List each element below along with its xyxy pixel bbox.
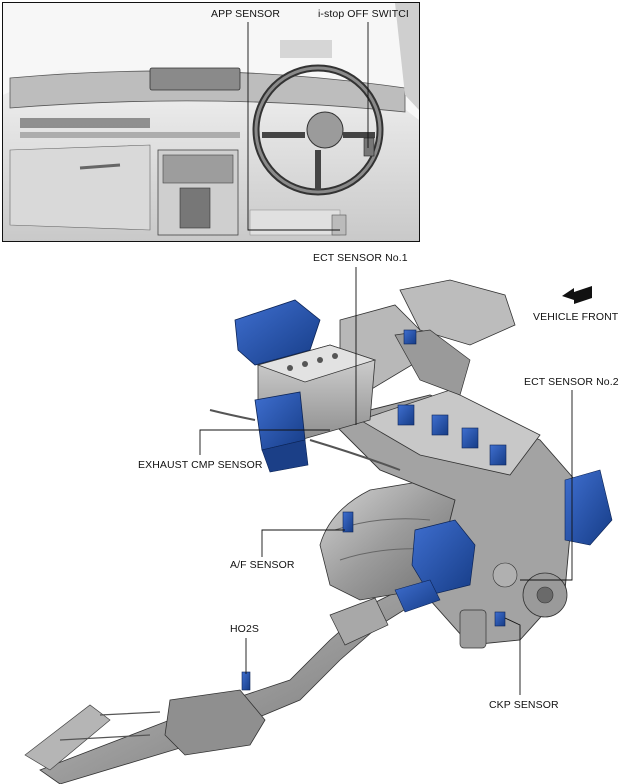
inset-leader-lines: [247, 22, 369, 231]
ect-sensor-2-label: ECT SENSOR No.2: [524, 376, 619, 388]
inset-frame: [2, 2, 420, 242]
exhaust-cmp-sensor-label: EXHAUST CMP SENSOR: [138, 459, 263, 471]
vehicle-front-label: VEHICLE FRONT: [533, 311, 619, 323]
engine-illustration: [24, 279, 613, 784]
app-sensor-label: APP SENSOR: [211, 8, 281, 20]
istop-off-switch-label: i-stop OFF SWITCI: [318, 8, 409, 20]
ho2s-label: HO2S: [230, 623, 259, 635]
ckp-sensor-label: CKP SENSOR: [489, 699, 559, 711]
engine-leader-lines: [199, 267, 573, 695]
ect-sensor-1-label: ECT SENSOR No.1: [313, 252, 408, 264]
dashboard-illustration: [3, 3, 419, 241]
af-sensor-label: A/F SENSOR: [230, 559, 295, 571]
